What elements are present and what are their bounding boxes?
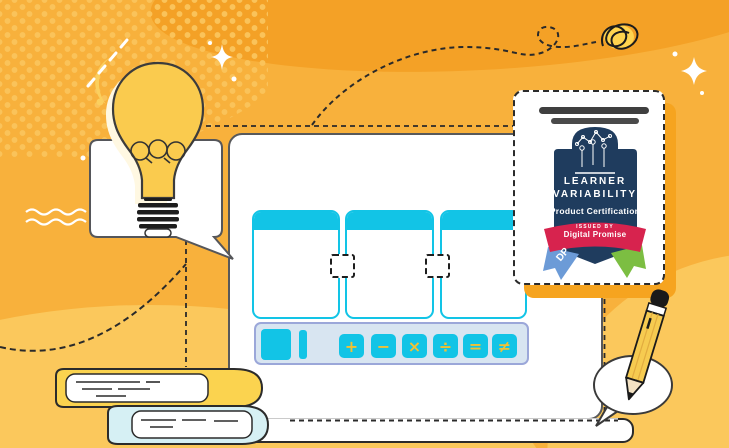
blue-ribbon-tail: [543, 247, 579, 280]
dashed-curve-left: [0, 263, 187, 352]
badge-title-line2: VARIABILITY: [552, 189, 638, 200]
ribbon-banner-icon: [544, 222, 646, 252]
drop-slot-icon[interactable]: [425, 254, 450, 278]
sorting-card-2: [345, 210, 434, 319]
divide-button[interactable]: ÷: [433, 334, 458, 358]
bulb-filament: [130, 139, 186, 164]
green-ribbon-tail: [611, 245, 646, 278]
comma-dot: [96, 98, 104, 106]
scribble-icon: [600, 23, 639, 50]
card-header: [254, 212, 338, 230]
comma-swoosh: [95, 57, 112, 104]
dashed-frame: [185, 125, 513, 367]
badge-issuer: Digital Promise: [563, 230, 627, 239]
toolbar-tile: [261, 329, 291, 360]
card-header: [442, 212, 525, 230]
dashed-curve-top: [311, 25, 597, 126]
laptop-screen: + − × ÷ = ≠: [228, 133, 603, 420]
multiply-button[interactable]: ×: [402, 334, 427, 358]
book-pages: [65, 373, 209, 403]
page-lines: [76, 381, 160, 397]
equals-button[interactable]: =: [463, 334, 488, 358]
badge-issued-by: ISSUED BY: [576, 224, 614, 230]
badge-top-bar: [539, 107, 649, 114]
minus-button[interactable]: −: [371, 334, 396, 358]
sparkle-star-icon: [211, 44, 233, 70]
not-equals-button[interactable]: ≠: [492, 334, 517, 358]
plus-button[interactable]: +: [339, 334, 364, 358]
pencil-icon: [624, 289, 670, 401]
sparkle-star-icon: [681, 57, 707, 85]
bulb-base-tip: [144, 228, 172, 238]
book-pages: [131, 410, 253, 439]
toolbar-divider: [299, 330, 307, 359]
drop-slot-icon[interactable]: [330, 254, 355, 278]
page-lines: [141, 419, 238, 428]
badge-top-bar: [551, 118, 639, 124]
wavy-lines-icon: [25, 208, 87, 226]
bulb-base: [137, 198, 179, 229]
certification-badge-card: LEARNER VARIABILITY Product Certificatio…: [513, 90, 665, 285]
sorting-card-1: [252, 210, 340, 319]
badge-title-line1: LEARNER: [563, 176, 627, 187]
certification-shield-icon: [543, 127, 646, 280]
spray-dashes: [86, 38, 129, 88]
sparkle-dots: [80, 41, 704, 161]
raised-hands-art: [575, 130, 612, 167]
badge-subtitle: Product Certification: [549, 206, 641, 216]
card-header: [347, 212, 432, 230]
operator-toolbar: + − × ÷ = ≠: [254, 322, 529, 365]
